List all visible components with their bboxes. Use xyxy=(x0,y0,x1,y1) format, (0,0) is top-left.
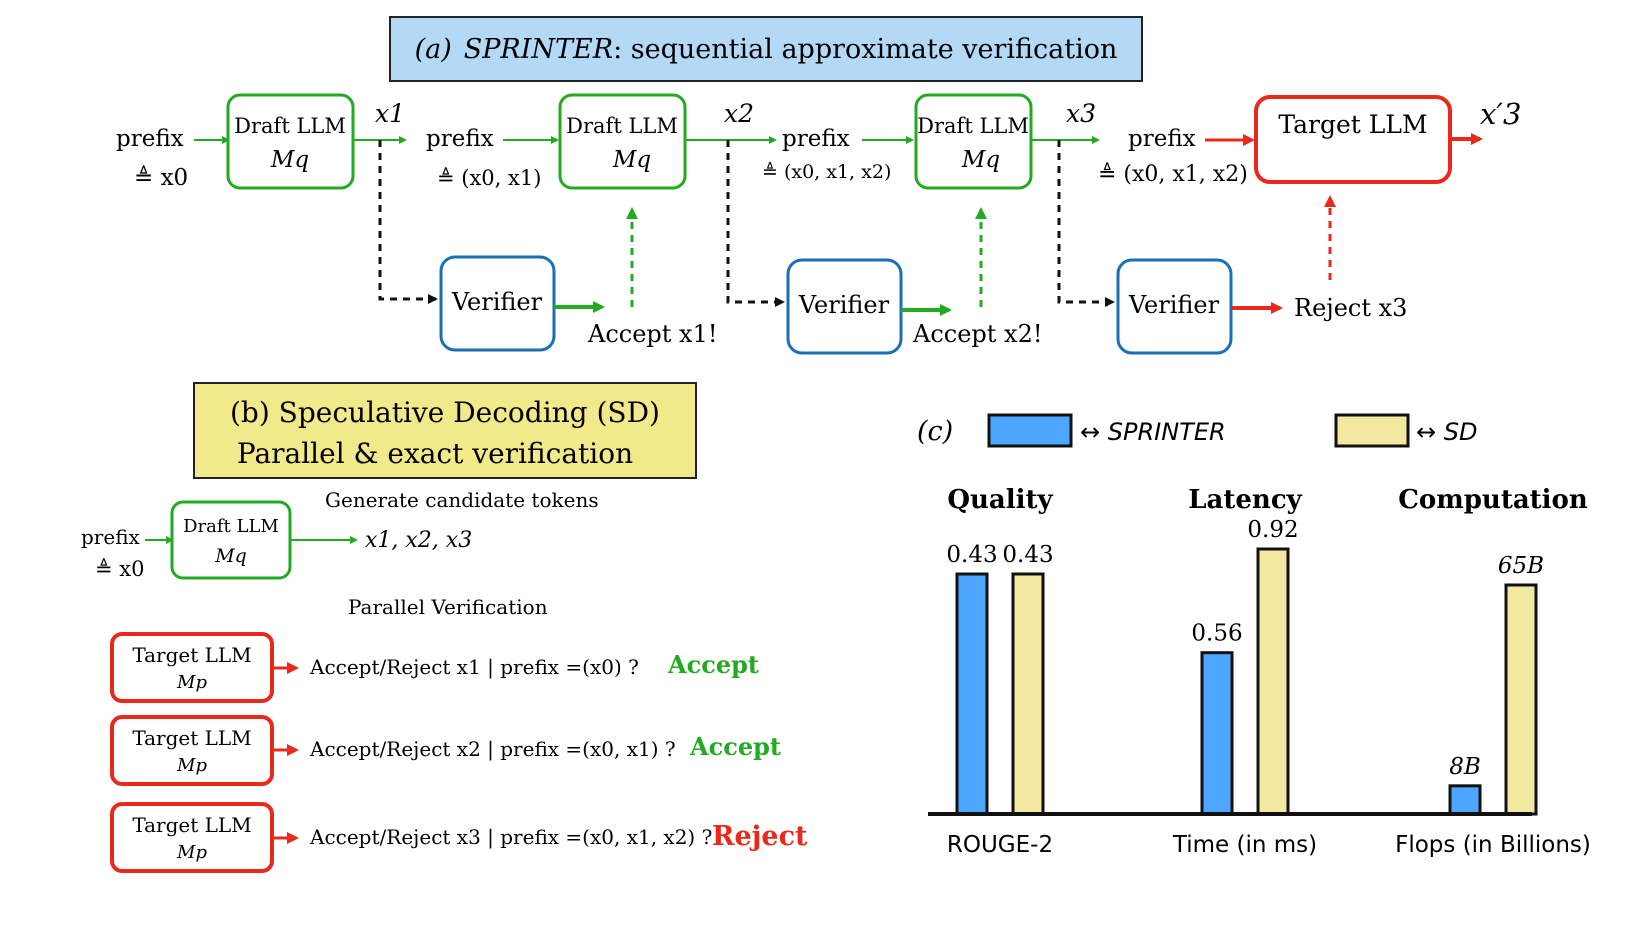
bar-label-sprinter-1: 0.43 xyxy=(946,542,997,568)
prefix-def-1: ≜ (x0, x1) xyxy=(437,166,541,190)
bar-label-sd-3: 65B xyxy=(1498,553,1544,579)
bar-sprinter-2 xyxy=(1200,651,1234,816)
draft-llm-label-b: Draft LLM xyxy=(183,516,279,537)
draft-llm-box-1 xyxy=(226,93,355,190)
token-x2: x2 xyxy=(724,99,754,128)
verify-result-1: Accept xyxy=(667,650,759,679)
group-heading-1: Quality xyxy=(947,485,1053,515)
bar-label-sprinter-2: 0.56 xyxy=(1191,621,1242,647)
verifier-label-3: Verifier xyxy=(1128,291,1220,319)
verifier-box-1 xyxy=(439,255,556,352)
bar-sprinter-3 xyxy=(1448,784,1482,816)
panel-a-title: (a)SPRINTER: sequential approximate veri… xyxy=(415,34,1118,65)
draft-llm-label-2: Draft LLM xyxy=(566,114,678,138)
group-heading-2: Latency xyxy=(1188,485,1302,515)
group-xlabel-3: Flops (in Billions) xyxy=(1395,832,1591,858)
verifier-box-2 xyxy=(786,258,903,355)
group-xlabel-2: Time (in ms) xyxy=(1172,832,1317,858)
verify-query-2: Accept/Reject x2 | prefix =(x0, x1) ? xyxy=(309,737,676,762)
verify-query-1: Accept/Reject x1 | prefix =(x0) ? xyxy=(309,655,639,680)
target-llm-label-b1: Target LLM xyxy=(132,643,251,667)
bar-sprinter-1 xyxy=(955,572,989,816)
panel-b-title-line2: Parallel & exact verification xyxy=(237,437,633,470)
dashed-to-verifier-1 xyxy=(378,140,438,304)
bar-label-sprinter-3: 8B xyxy=(1449,754,1481,780)
prefix-label-1: prefix xyxy=(426,126,494,152)
draft-llm-sym-b: Mq xyxy=(214,545,247,567)
token-x3: x3 xyxy=(1066,99,1096,128)
target-llm-sym-b3: Mp xyxy=(176,842,207,863)
verifier-label-2: Verifier xyxy=(798,291,890,319)
target-llm-label-b3: Target LLM xyxy=(132,813,251,837)
target-llm-label-b2: Target LLM xyxy=(132,726,251,750)
accept-x2-label: Accept x2! xyxy=(912,320,1043,348)
candidate-tokens: x1, x2, x3 xyxy=(365,528,472,553)
prefix-def-0: ≜ x0 xyxy=(134,165,188,191)
verify-query-3: Accept/Reject x3 | prefix =(x0, x1, x2) … xyxy=(309,825,712,850)
token-x1: x1 xyxy=(375,99,405,128)
panel-c-tag: (c) xyxy=(917,416,953,447)
draft-llm-label-1: Draft LLM xyxy=(234,114,346,138)
panel-b-title-box xyxy=(193,382,697,479)
prefix-b-label: prefix xyxy=(81,525,141,549)
verifier-label-1: Verifier xyxy=(451,288,543,316)
legend-label-sprinter: ↔ SPRINTER xyxy=(1080,418,1226,446)
draft-llm-sym-1: Mq xyxy=(270,147,309,173)
bar-label-sd-2: 0.92 xyxy=(1247,517,1298,543)
prefix-label-3: prefix xyxy=(1128,126,1196,152)
prefix-b-def: ≜ x0 xyxy=(95,557,144,581)
prefix-def-3: ≜ (x0, x1, x2) xyxy=(1098,162,1248,187)
draft-llm-sym-2: Mq xyxy=(612,147,651,173)
prefix-def-2: ≜ (x0, x1, x2) xyxy=(762,161,891,183)
reject-x3-label: Reject x3 xyxy=(1294,294,1407,322)
prefix-label-2: prefix xyxy=(782,126,850,152)
accept-x1-label: Accept x1! xyxy=(587,320,718,348)
bar-sd-2 xyxy=(1256,547,1290,816)
dashed-to-verifier-2 xyxy=(726,140,785,307)
verify-result-3: Reject xyxy=(712,821,808,852)
legend-swatch-sprinter xyxy=(987,413,1073,448)
output-x3-prime: x′3 xyxy=(1480,97,1521,131)
draft-llm-sym-3: Mq xyxy=(961,147,1000,173)
panel-a-title-box xyxy=(389,16,1143,82)
group-xlabel-1: ROUGE-2 xyxy=(947,832,1053,858)
draft-llm-label-3: Draft LLM xyxy=(917,114,1029,138)
target-llm-sym-b2: Mp xyxy=(176,755,207,776)
panel-b-title-line1: (b) Speculative Decoding (SD) xyxy=(230,396,660,429)
target-llm-label: Target LLM xyxy=(1278,110,1427,139)
bar-label-sd-1: 0.43 xyxy=(1002,542,1053,568)
target-llm-sym-b1: Mp xyxy=(176,672,207,693)
dashed-to-verifier-3 xyxy=(1057,140,1115,307)
bar-sd-1 xyxy=(1011,572,1045,816)
parallel-verification-label: Parallel Verification xyxy=(348,595,548,619)
generate-candidates-label: Generate candidate tokens xyxy=(325,488,599,512)
draft-llm-box-2 xyxy=(558,93,687,190)
bar-sd-3 xyxy=(1504,583,1538,816)
prefix-label-0: prefix xyxy=(116,126,184,152)
verify-result-2: Accept xyxy=(689,732,781,761)
legend-label-sd: ↔ SD xyxy=(1416,418,1477,446)
group-heading-3: Computation xyxy=(1398,485,1588,515)
draft-llm-box-3 xyxy=(914,93,1033,190)
legend-swatch-sd xyxy=(1334,413,1410,448)
